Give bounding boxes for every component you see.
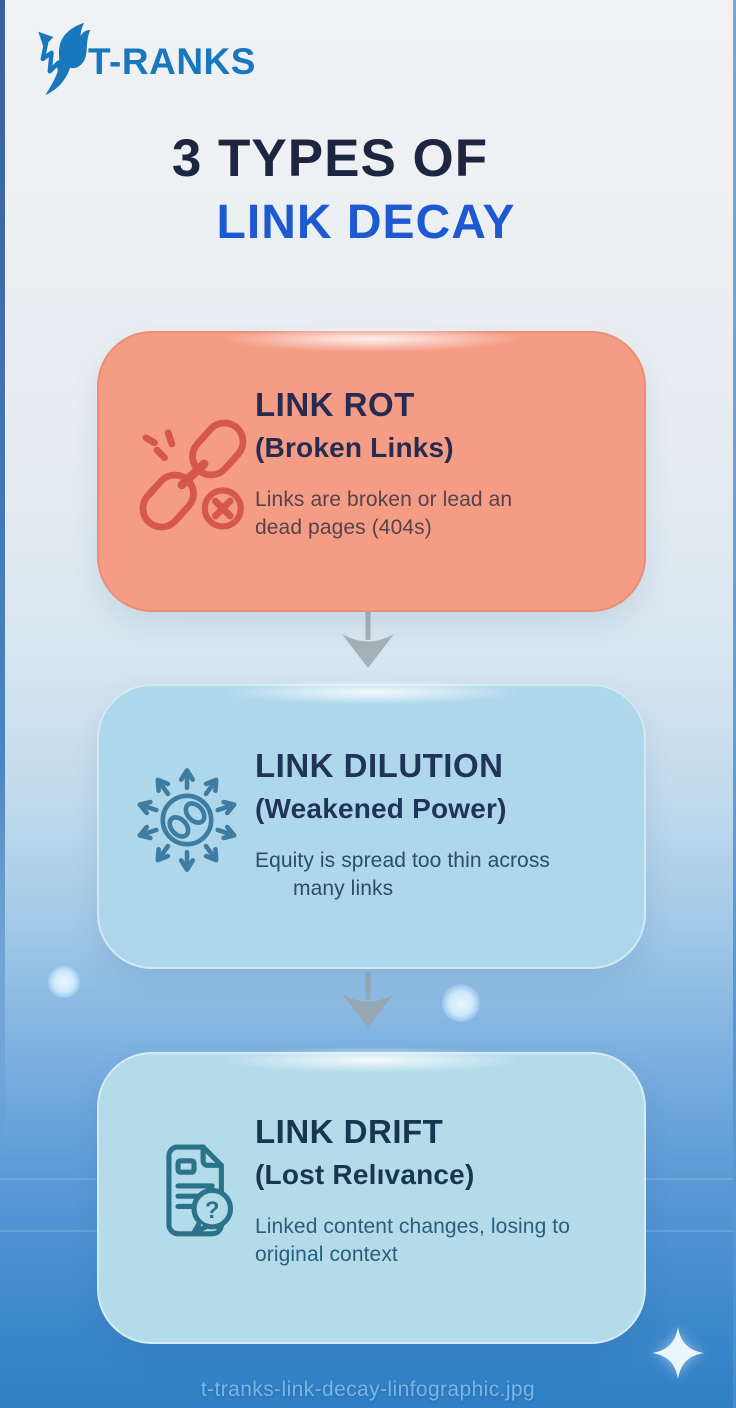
card-title: LINK DILUTION bbox=[255, 747, 504, 784]
description-line: Equity is spread too thin across bbox=[255, 849, 551, 873]
brand-name: T-RANKS bbox=[88, 41, 256, 82]
brand-logo: T-RANKS bbox=[26, 20, 256, 98]
description-line: Links are broken or lead an bbox=[255, 488, 513, 512]
card-link-drift: ? LINK DRIFT (Lost Relıvance) Linked con… bbox=[97, 1047, 646, 1344]
card-description: Equity is spread too thin across many li… bbox=[255, 847, 630, 902]
card-link-dilution: LINK DILUTION (Weakened Power) Equity is… bbox=[97, 679, 646, 969]
description-line: original context bbox=[255, 1242, 398, 1266]
card-subtitle: (Weakened Power) bbox=[255, 793, 507, 825]
card-description: Linked content changes, losing to origin… bbox=[255, 1213, 630, 1268]
card-subtitle: (Broken Links) bbox=[255, 432, 454, 464]
card-title: LINK ROT bbox=[255, 386, 415, 423]
page-title: 3 TYPES OF LINK DECAY bbox=[0, 128, 736, 250]
description-line: dead pages (404s) bbox=[255, 515, 432, 539]
card-subtitle: (Lost Relıvance) bbox=[255, 1159, 475, 1191]
sparkle-star-icon bbox=[652, 1327, 704, 1379]
document-question-icon: ? bbox=[137, 1134, 251, 1256]
down-arrow-icon bbox=[342, 612, 394, 668]
broken-chain-icon bbox=[131, 413, 255, 537]
description-line: Linked content changes, losing to bbox=[255, 1215, 571, 1239]
glow-particle bbox=[442, 984, 480, 1022]
shark-chart-logo-icon bbox=[38, 22, 91, 96]
page-title-line2: LINK DECAY bbox=[216, 196, 516, 249]
question-mark-glyph: ? bbox=[205, 1197, 220, 1224]
down-arrow-icon bbox=[342, 972, 394, 1028]
card-link-drift-text: LINK DRIFT (Lost Relıvance) Linked conte… bbox=[255, 1113, 630, 1268]
link-spread-icon bbox=[127, 760, 247, 880]
left-edge-line bbox=[0, 0, 5, 1408]
description-line: many links bbox=[293, 876, 394, 900]
card-link-rot: LINK ROT (Broken Links) Links are broken… bbox=[97, 326, 646, 612]
card-title: LINK DRIFT bbox=[255, 1113, 444, 1150]
right-edge-line bbox=[733, 0, 736, 1408]
filename-caption: t-tranks-link-decay-linfographic.jpg bbox=[200, 1378, 536, 1401]
card-link-dilution-text: LINK DILUTION (Weakened Power) Equity is… bbox=[255, 747, 630, 902]
page-title-line1: 3 TYPES OF bbox=[171, 129, 489, 188]
glow-particle bbox=[48, 966, 80, 998]
card-description: Links are broken or lead an dead pages (… bbox=[255, 486, 630, 541]
card-link-rot-text: LINK ROT (Broken Links) Links are broken… bbox=[255, 386, 630, 541]
